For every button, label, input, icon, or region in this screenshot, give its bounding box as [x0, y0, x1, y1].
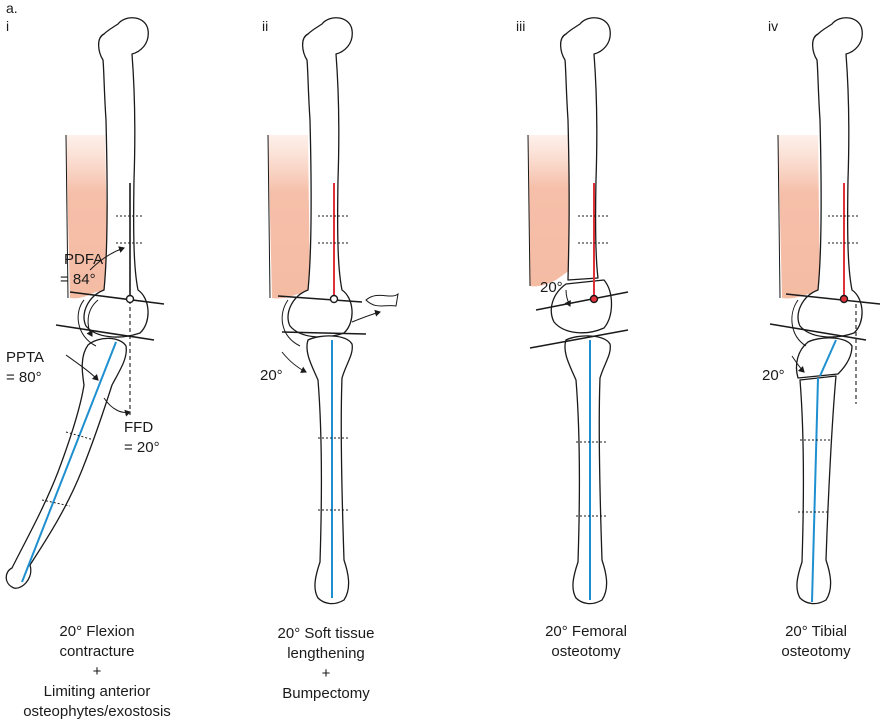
figure-label: a. [6, 0, 18, 16]
panel-i-caption: 20° Flexion contracture + Limiting anter… [23, 623, 171, 720]
tibial-axis-proximal [819, 339, 837, 377]
svg-text:Limiting anterior: Limiting anterior [44, 683, 151, 700]
svg-text:20° Flexion: 20° Flexion [59, 623, 134, 640]
proximal-tibia-joint-line [529, 329, 629, 349]
panel-ii-caption: 20° Soft tissue lengthening + Bumpectomy [278, 625, 375, 702]
svg-text:osteophytes/exostosis: osteophytes/exostosis [23, 703, 171, 720]
panel-iii-roman: iii [516, 18, 525, 34]
svg-text:contracture: contracture [59, 643, 134, 660]
panel-i-roman: i [6, 18, 9, 34]
thigh-soft-tissue [66, 135, 108, 299]
ppta-value: = 80° [6, 369, 42, 386]
proximal-tibia-osteotomy-fragment [795, 337, 853, 379]
pdfa-label: PDFA [64, 251, 103, 268]
bumpectomy-fragment [365, 292, 399, 307]
pdfa-arrow [89, 246, 125, 271]
knee-center-marker [125, 294, 135, 304]
ffd-label: FFD [124, 419, 153, 436]
ppta-label: PPTA [6, 349, 44, 366]
patella-outline [77, 299, 97, 347]
distal-femur-joint-line [69, 291, 165, 305]
svg-text:osteotomy: osteotomy [781, 643, 851, 660]
knee-center-marker [839, 294, 849, 304]
patella-outline [791, 299, 807, 347]
svg-text:20° Tibial: 20° Tibial [785, 623, 847, 640]
femur [83, 17, 149, 338]
knee-center-marker [589, 294, 599, 304]
femur-tick-marks [41, 215, 144, 507]
distal-femur-joint-line [535, 291, 629, 311]
tick-marks [798, 215, 858, 513]
patella-outline [281, 299, 301, 347]
panel-ii: ii 20° 20° Soft tissue lengthening + Bum… [260, 17, 399, 702]
svg-text:osteotomy: osteotomy [551, 643, 621, 660]
thigh-soft-tissue [268, 135, 310, 299]
ffd-value: = 20° [124, 439, 160, 456]
pdfa-value: = 84° [60, 271, 96, 288]
panel-iv-caption: 20° Tibial osteotomy [781, 623, 851, 660]
tibia [796, 375, 837, 605]
panel-iv: iv 20° 20° Tibial osteotomy [762, 17, 881, 660]
lengthening-arrow [281, 351, 307, 373]
svg-text:+: + [93, 663, 102, 680]
osteotomy-arrow [791, 355, 805, 373]
svg-text:Bumpectomy: Bumpectomy [282, 685, 370, 702]
bumpectomy-arrow [351, 309, 381, 323]
tibia [564, 335, 611, 605]
proximal-tibia-joint-line [55, 324, 155, 341]
svg-text:20° Femoral: 20° Femoral [545, 623, 627, 640]
tibial-mechanical-axis [21, 341, 117, 583]
angle-label: 20° [260, 367, 283, 384]
tibia [306, 335, 353, 605]
femur [797, 17, 863, 338]
tibia [5, 337, 127, 589]
thigh-soft-tissue [528, 135, 570, 287]
tick-marks [576, 215, 608, 517]
ppta-arrow [65, 354, 99, 381]
thigh-outline [527, 134, 531, 287]
proximal-tibia-joint-line [281, 331, 367, 335]
angle-label: 20° [762, 367, 785, 384]
panel-iv-roman: iv [768, 18, 778, 34]
thigh-outline [777, 134, 781, 299]
distal-femur-joint-line [277, 295, 363, 303]
knee-center-marker [329, 294, 339, 304]
pdfa-angle-arc [86, 299, 99, 337]
svg-text:20° Soft tissue: 20° Soft tissue [278, 625, 375, 642]
svg-text:lengthening: lengthening [287, 645, 365, 662]
panel-iii-caption: 20° Femoral osteotomy [545, 623, 627, 660]
thigh-outline [65, 134, 69, 299]
tibial-mechanical-axis [811, 377, 819, 603]
panel-iii: iii 20° 20° Femoral osteotomy [516, 17, 629, 660]
thigh-soft-tissue [778, 135, 820, 299]
thigh-outline [267, 134, 271, 299]
distal-femur-joint-line [785, 293, 881, 305]
ffd-angle-arc [103, 397, 131, 417]
osteotomy-arrow [564, 289, 571, 307]
proximal-tibia-joint-line [769, 323, 867, 341]
panel-ii-roman: ii [262, 18, 268, 34]
tick-marks [318, 215, 348, 511]
panel-i: i PDFA = 84° PPTA = 80° FFD = 20° [5, 17, 171, 720]
femur [559, 17, 611, 281]
svg-text:+: + [322, 665, 331, 682]
angle-label: 20° [540, 279, 563, 296]
